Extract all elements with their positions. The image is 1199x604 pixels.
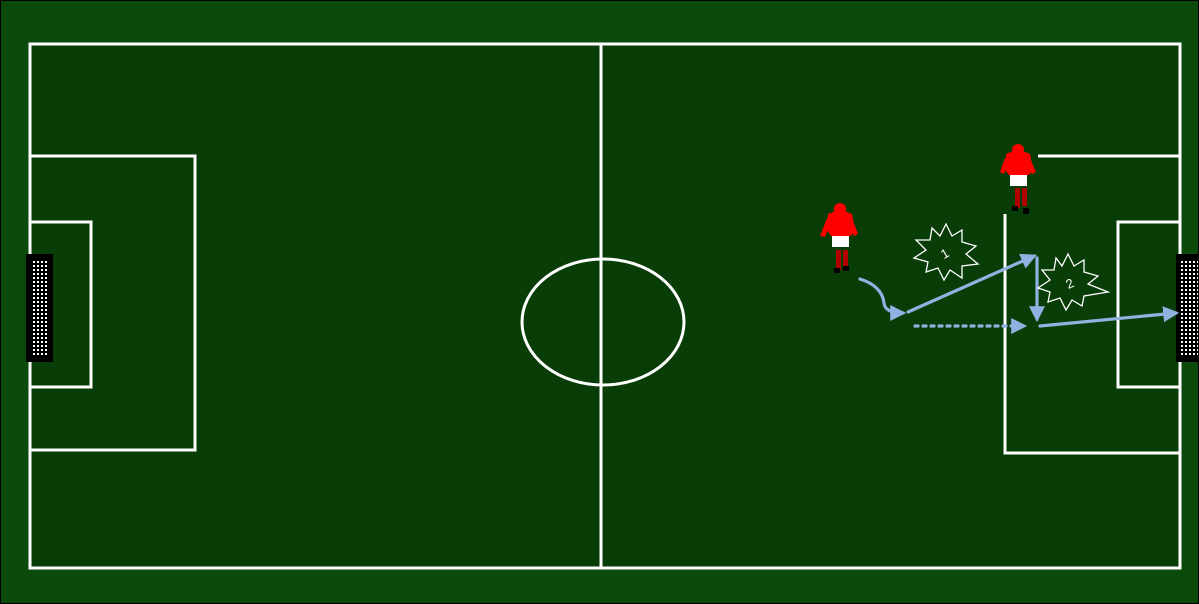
left-goal xyxy=(26,254,53,362)
right-goal xyxy=(1176,254,1199,362)
pitch-surface xyxy=(30,44,1180,568)
